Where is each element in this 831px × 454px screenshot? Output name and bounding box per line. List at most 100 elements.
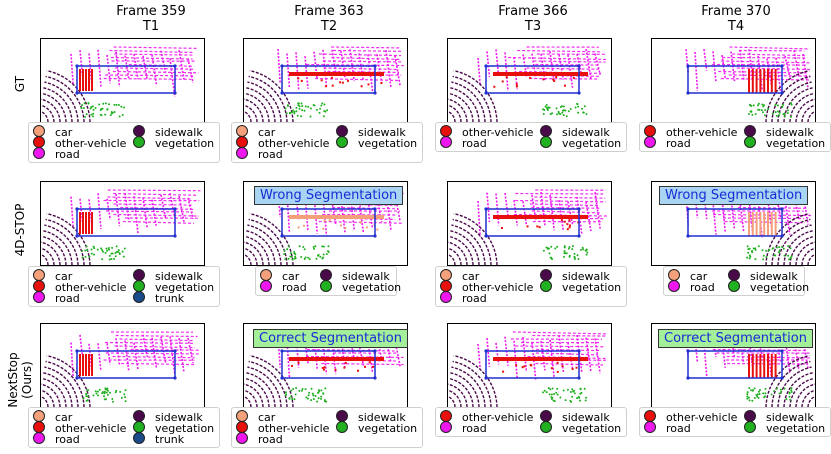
legend-label: sidewalk <box>562 126 610 139</box>
legend-label: sidewalk <box>562 270 610 283</box>
tracking-box <box>76 65 176 94</box>
legend-item-other-vehicle: other-vehicle <box>644 125 737 139</box>
legend-item-other-vehicle: other-vehicle <box>440 125 533 139</box>
legend-label: vegetation <box>562 422 622 435</box>
point-cloud-panel <box>447 181 612 266</box>
point-cloud-visual <box>448 189 608 265</box>
road-swatch-icon <box>33 147 45 159</box>
box-corner <box>780 91 784 95</box>
point-cloud-visual <box>244 46 404 122</box>
tracking-box <box>281 350 376 379</box>
vegetation-points <box>746 245 793 261</box>
sidewalk-points <box>244 70 294 122</box>
legend-item-vegetation: vegetation <box>540 136 621 150</box>
vegetation-swatch-icon <box>744 136 756 148</box>
legend-label: sidewalk <box>155 126 203 139</box>
legend-label: vegetation <box>342 281 402 294</box>
legend-item-car: car <box>236 125 275 139</box>
road-swatch-icon <box>33 432 45 444</box>
road-points <box>70 189 201 234</box>
column-header-3: Frame 366 T3 <box>448 4 618 34</box>
road-points <box>477 46 607 92</box>
legend-label: other-vehicle <box>462 126 534 139</box>
legend-label: vegetation <box>562 281 622 294</box>
box-corner <box>577 376 581 380</box>
box-corner <box>780 207 784 211</box>
legend-item-other-vehicle: other-vehicle <box>440 410 533 424</box>
point-cloud-visual <box>448 46 607 122</box>
point-cloud-visual <box>244 189 404 265</box>
legend-item-vegetation: vegetation <box>728 280 809 294</box>
column-header-4: Frame 370 T4 <box>651 4 821 34</box>
column-header-1: Frame 359 T1 <box>66 4 236 34</box>
vegetation-points <box>80 102 125 118</box>
legend-label: vegetation <box>562 137 622 150</box>
tracking-box <box>687 65 783 94</box>
box-corner <box>280 376 284 380</box>
trunk-swatch-icon <box>133 432 145 444</box>
legend-item-road: road <box>236 432 283 446</box>
legend-label: road <box>462 137 487 150</box>
other-vehicle-points <box>748 354 777 378</box>
box-corner <box>577 207 581 211</box>
box-corner <box>484 207 488 211</box>
legend-item-other-vehicle: other-vehicle <box>644 410 737 424</box>
legend-label: road <box>666 422 691 435</box>
vegetation-swatch-icon <box>336 136 348 148</box>
legend-label: car <box>55 126 73 139</box>
road-swatch-icon <box>668 280 680 292</box>
legend-label: other-vehicle <box>258 422 330 435</box>
sidewalk-points <box>41 213 91 265</box>
legend-item-road: road <box>668 280 715 294</box>
legend-item-road: road <box>236 147 283 161</box>
vegetation-swatch-icon <box>133 136 145 148</box>
legend-label: sidewalk <box>342 270 390 283</box>
vegetation-swatch-icon <box>744 421 756 433</box>
frame-label: Frame 359 <box>116 4 186 19</box>
vegetation-points <box>542 387 588 403</box>
box-corner <box>484 64 488 68</box>
correct-segmentation-callout: Correct Segmentation <box>658 329 813 348</box>
box-corner <box>780 64 784 68</box>
legend-label: road <box>258 433 283 446</box>
legend-label: sidewalk <box>766 126 814 139</box>
legend-item-road: road <box>644 421 691 435</box>
box-corner <box>780 234 784 238</box>
legend-label: other-vehicle <box>462 281 534 294</box>
legend-item-vegetation: vegetation <box>133 280 214 294</box>
car-points <box>748 212 777 236</box>
road-swatch-icon <box>440 291 452 303</box>
road-swatch-icon <box>644 421 656 433</box>
legend-label: road <box>55 148 80 161</box>
point-cloud-panel <box>40 181 205 266</box>
time-label: T1 <box>142 19 160 34</box>
box-corner <box>577 64 581 68</box>
legend-label: vegetation <box>155 422 215 435</box>
row-label-4dstop: 4D-STOP <box>13 203 27 257</box>
column-header-2: Frame 363 T2 <box>244 4 414 34</box>
road-swatch-icon <box>440 421 452 433</box>
legend-label: sidewalk <box>358 411 406 424</box>
vegetation-swatch-icon <box>540 421 552 433</box>
box-corner <box>577 349 581 353</box>
road-swatch-icon <box>440 136 452 148</box>
legend-item-car: car <box>260 269 299 283</box>
vegetation-points <box>747 102 793 118</box>
box-corner <box>484 349 488 353</box>
legend-item-sidewalk: sidewalk <box>744 125 814 139</box>
road-swatch-icon <box>260 280 272 292</box>
box-corner <box>280 91 284 95</box>
legend-item-sidewalk: sidewalk <box>133 269 203 283</box>
legend: other-vehicle sidewalk road vegetation <box>435 122 627 152</box>
vegetation-swatch-icon <box>540 136 552 148</box>
vegetation-swatch-icon <box>728 280 740 292</box>
road-points <box>70 46 199 97</box>
frame-label: Frame 366 <box>498 4 568 19</box>
legend-item-vegetation: vegetation <box>336 136 417 150</box>
